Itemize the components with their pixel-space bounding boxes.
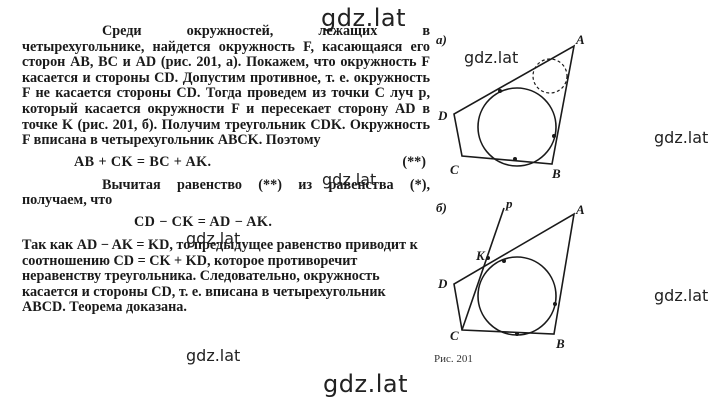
- point-a-label-a: A: [575, 32, 585, 47]
- watermark-right-upper: gdz.lat: [654, 128, 709, 147]
- tangent-point-b1: [502, 259, 506, 263]
- tangent-point-b3: [553, 302, 557, 306]
- watermark-right-lower: gdz.lat: [654, 286, 709, 305]
- ray-p-label: p: [505, 196, 513, 211]
- point-d-label-b: D: [437, 276, 448, 291]
- point-k-marker: [486, 256, 490, 260]
- tangent-point-a3: [498, 89, 502, 93]
- watermark-text-mid2: gdz.lat: [186, 229, 241, 248]
- watermark-figure-top: gdz.lat: [464, 48, 519, 67]
- tangent-point-a2: [552, 134, 556, 138]
- ray-p: [461, 207, 505, 331]
- figure-b: б) A B C D K p: [436, 196, 585, 351]
- formula-1-tag: (**): [402, 153, 426, 170]
- watermark-bottom: gdz.lat: [323, 370, 408, 398]
- tangent-point-b2: [515, 332, 519, 336]
- point-b-label-a: B: [551, 166, 561, 181]
- figure-a: а) A B C D: [436, 32, 585, 181]
- point-b-label-b: B: [555, 336, 565, 351]
- figure-b-label: б): [436, 200, 447, 215]
- quadrilateral-abcd-b: [453, 212, 576, 335]
- watermark-text-bottom: gdz.lat: [186, 346, 241, 365]
- theorem-proof-text: Среди окружностей, лежащих в четырехугол…: [22, 23, 430, 316]
- dashed-circle-a: [532, 58, 568, 94]
- point-c-label-a: C: [450, 162, 459, 177]
- point-k-label: K: [475, 248, 486, 263]
- formula-1: AB + CK = BC + AK.: [74, 153, 212, 170]
- paragraph-2: Вычитая равенство (**) из равенства (*),…: [22, 176, 430, 209]
- point-a-label-b: A: [575, 202, 585, 217]
- formula-1-row: AB + CK = BC + AK. (**): [22, 153, 430, 175]
- point-c-label-b: C: [450, 328, 459, 343]
- quadrilateral-abcd-a: [453, 44, 576, 165]
- watermark-text-mid: gdz.lat: [322, 170, 377, 189]
- figure-a-label: а): [436, 32, 447, 47]
- watermark-top: gdz.lat: [321, 4, 406, 32]
- figure-201: а) A B C D б) A B C D K p: [432, 28, 632, 368]
- figure-caption: Рис. 201: [434, 353, 473, 365]
- tangent-point-a1: [513, 157, 517, 161]
- figure-201-drawing: а) A B C D б) A B C D K p: [434, 32, 585, 365]
- paragraph-1: Среди окружностей, лежащих в четырехугол…: [22, 23, 430, 149]
- formula-2-row: CD − CK = AD − AK.: [22, 213, 430, 235]
- formula-2: CD − CK = AD − AK.: [134, 213, 273, 230]
- point-d-label-a: D: [437, 108, 448, 123]
- inscribed-circle-f-a: [477, 87, 557, 167]
- paragraph-3: Так как AD − AK = KD, то предыдущее раве…: [22, 236, 418, 316]
- inscribed-circle-f-b: [477, 256, 557, 336]
